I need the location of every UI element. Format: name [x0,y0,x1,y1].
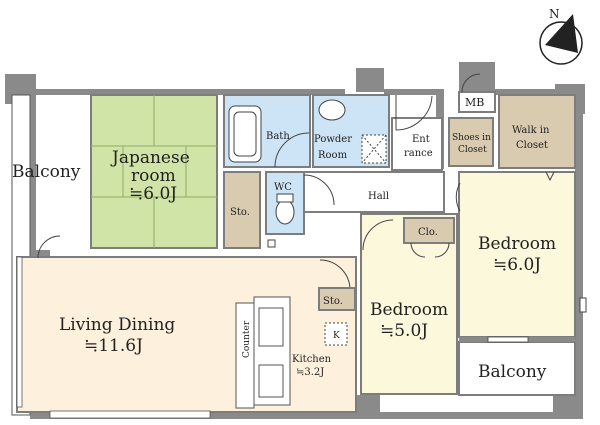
balcony-right-label: Balcony [478,362,547,382]
toilet-tank-icon [276,193,294,203]
kitchen-label: Kitchen [292,354,332,365]
entrance-label-2: rance [404,148,433,159]
storage-kitchen-label: Sto. [323,296,343,307]
living-dining-label: Living Dining [59,315,175,335]
compass-north-label: N [549,7,560,21]
bath-label: Bath [266,131,290,142]
japanese-room-label-2: room [131,166,176,186]
stove-icon [258,364,284,398]
closet-label: Clo. [418,227,438,238]
shoes-closet-label-2: Closet [458,145,487,155]
entrance-area [391,95,443,171]
sink-icon [318,99,346,121]
wall-bottom [30,412,583,419]
japanese-room-size: ≒6.0J [129,184,177,204]
storage-japanese [223,171,261,249]
north-arrow-icon [545,14,578,53]
counter-label: Counter [242,320,252,358]
bedroom-center-door-swing [362,219,394,251]
bedroom-center-size: ≒5.0J [380,321,428,341]
living-window [49,410,211,419]
refrigerator-icon [324,322,348,346]
kitchen-size: ≒3.2J [296,367,324,378]
meter-box-label: MB [465,96,484,109]
hall-floor [303,171,445,213]
balcony-right [458,336,576,396]
tatami-lines [91,95,217,248]
wall-right [575,108,583,418]
living-dining-size: ≒11.6J [84,336,143,356]
shoes-closet-label-1: Shoes in [452,133,491,143]
wall-pillar-bottom-right [553,395,583,419]
bathtub-inner [233,111,257,157]
bathtub-icon [228,105,262,163]
wall-pillar-mb [459,62,495,92]
entrance-door-swing [395,95,433,131]
bath-area [223,94,390,248]
balcony-left-label: Balcony [12,162,81,182]
wc-label: WC [274,182,292,193]
bedroom-right-door-swing [455,182,461,212]
toilet-icon [275,199,295,225]
bedroom-right-size: ≒6.0J [493,255,541,275]
balcony-left-floor [36,95,91,250]
wall-pillar-top-mid [356,68,384,92]
storage-kitchen [318,287,356,311]
walk-in-closet [498,94,576,169]
wc-door-swing [303,174,335,206]
bath-door-swing [274,132,310,168]
living-dining [16,235,357,419]
powder-room-label-1: Powder [314,134,352,145]
living-door-swing [37,235,61,259]
living-dining-floor [16,256,357,413]
walk-in-closet-label-1: Walk in [512,125,550,136]
closet-center [403,217,455,244]
washing-machine-icon [361,134,387,164]
wall-top-entrance [384,89,436,95]
powder-room-label-2: Room [318,150,348,161]
wall-top [5,89,345,95]
entrance-label-1: Ent [412,134,430,145]
kitchen [235,287,356,409]
refrigerator-label: K [333,331,340,341]
bedroom-center-label: Bedroom [370,300,448,320]
shoes-closet [448,117,494,167]
wall-top-right [495,89,555,95]
wc-vent-icon [267,239,276,248]
balcony-right-floor [458,341,576,396]
bedroom-right [455,171,587,338]
outer-walls [5,62,585,419]
meter-box [458,91,496,113]
japanese-room [90,94,218,249]
japanese-room-label-1: Japanese [110,148,190,168]
north-compass: N [539,7,583,65]
bedroom-right-label: Bedroom [478,234,556,254]
bedroom-right-floor [458,171,576,338]
storage-japanese-label: Sto. [230,207,250,218]
entrance-floor [391,117,443,171]
kitchen-sink-icon [258,307,284,347]
bedroom-center [360,213,458,395]
walk-in-closet-label-2: Closet [516,140,548,151]
hall-label: Hall [368,191,389,202]
